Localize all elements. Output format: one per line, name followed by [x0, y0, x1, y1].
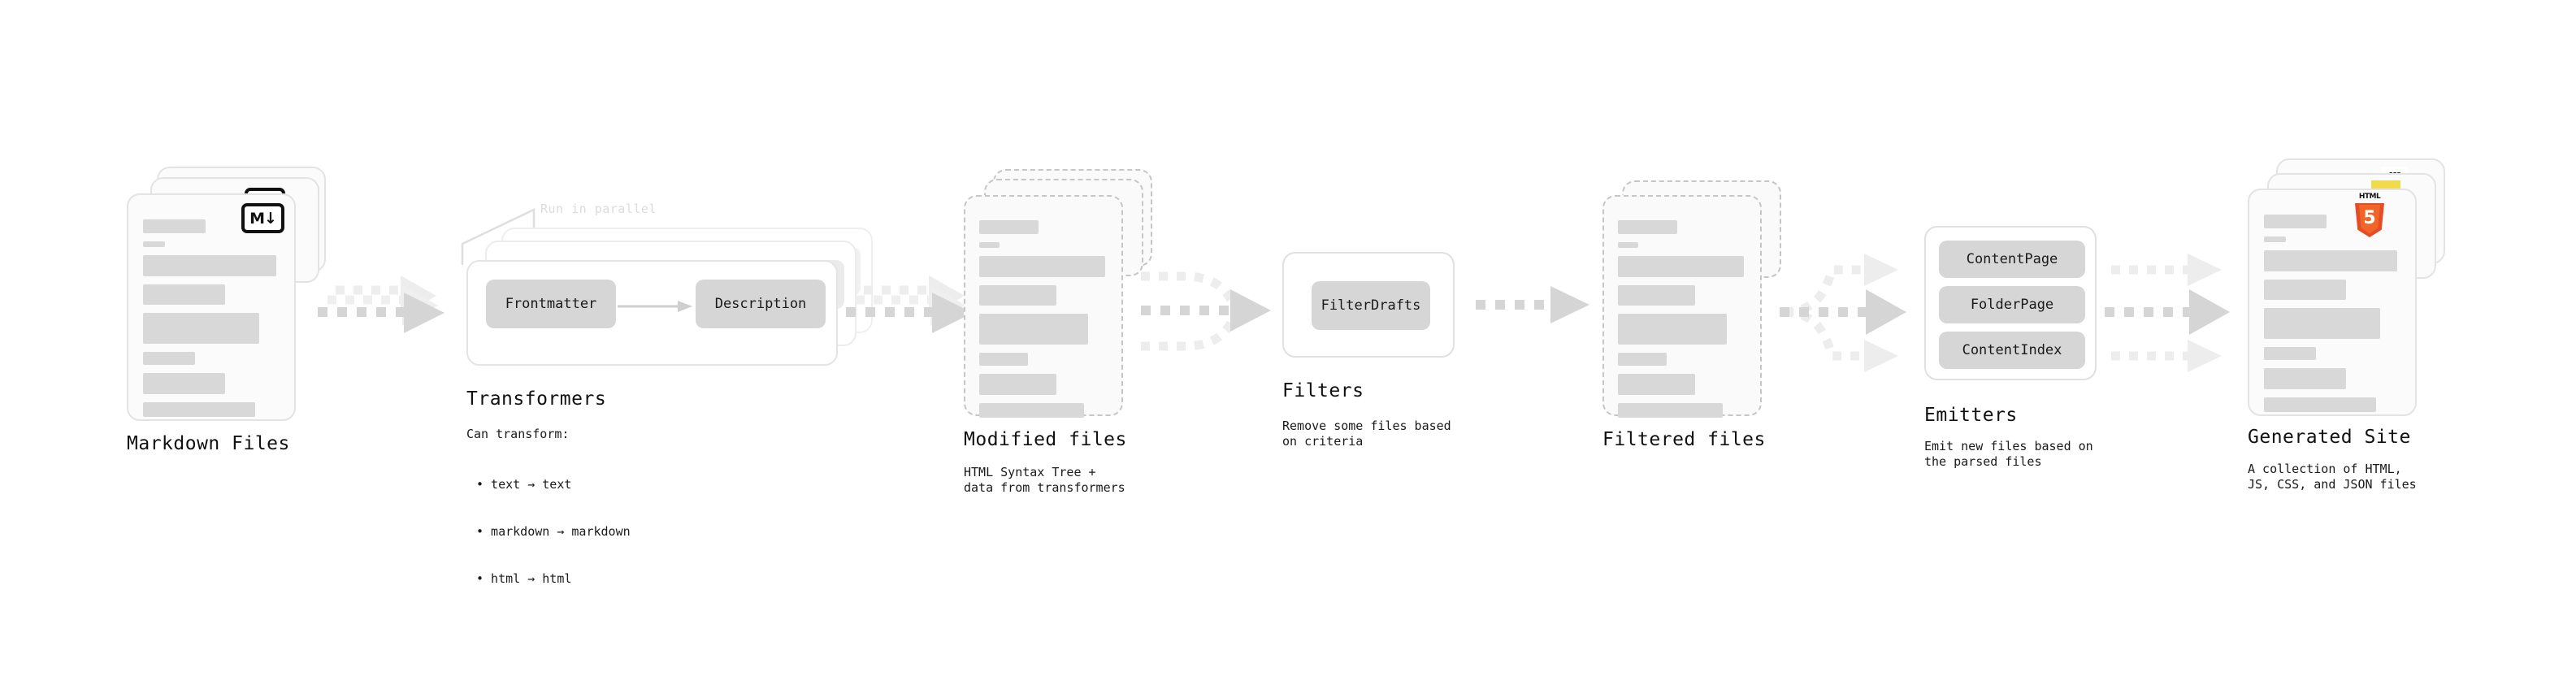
content-bar — [1618, 220, 1677, 235]
generated-card-front — [2248, 189, 2417, 416]
pill-description[interactable]: Description — [696, 280, 826, 328]
stage-generated-site: CSS HTML 5 Generated Site — [0, 0, 2445, 492]
run-in-parallel-bracket — [461, 208, 536, 265]
arrow-transformers-to-modified — [846, 275, 973, 333]
transformers-inner-arrow — [618, 301, 692, 312]
content-bar — [1618, 242, 1639, 249]
content-bar — [143, 255, 277, 277]
arrow-filtered-to-emitters — [1780, 254, 1906, 372]
arrow-emitters-to-generated — [2105, 254, 2230, 372]
arrow-markdown-to-transformers — [318, 275, 445, 333]
desc-filters: Remove some files based on criteria — [1282, 419, 1451, 449]
content-bar — [979, 403, 1085, 419]
content-bar — [1618, 374, 1695, 396]
modified-card-content — [979, 220, 1107, 426]
arrow-modified-to-filters — [1141, 271, 1271, 351]
heading-transformers: Transformers — [466, 388, 607, 410]
content-bar — [143, 284, 225, 306]
markdown-card-content — [143, 219, 279, 425]
content-bar — [2264, 215, 2327, 229]
filtered-card-content — [1618, 220, 1746, 426]
emitters-box: ContentPage FolderPage ContentIndex — [1924, 226, 2097, 380]
content-bar — [979, 242, 1000, 249]
content-bar — [2264, 236, 2287, 243]
heading-generated-site: Generated Site — [2248, 427, 2411, 448]
content-bar — [143, 402, 255, 418]
arrow-filters-to-filtered — [1476, 286, 1589, 323]
content-bar — [143, 352, 195, 366]
desc-emitters: Emit new files based on the parsed files — [1924, 439, 2093, 470]
content-bar — [979, 285, 1056, 306]
bullets-transformers: • text → text • markdown → markdown • ht… — [476, 446, 631, 618]
html5-badge-digit: 5 — [2363, 207, 2376, 228]
bullet-html-to-html: • html → html — [476, 570, 572, 586]
pill-folderpage[interactable]: FolderPage — [1939, 286, 2085, 323]
heading-filtered-files: Filtered files — [1602, 429, 1766, 450]
content-bar — [1618, 403, 1724, 419]
desc-transformers: Can transform: — [466, 427, 570, 441]
html5-badge: HTML 5 — [2355, 193, 2384, 237]
filtered-card-front — [1602, 195, 1762, 419]
desc-modified-files: HTML Syntax Tree + data from transformer… — [964, 465, 1125, 496]
content-bar — [2264, 250, 2398, 272]
html5-badge-shield-inner — [2359, 204, 2380, 234]
bullet-text-to-text: • text → text — [476, 477, 572, 492]
content-bar — [2264, 280, 2346, 301]
content-bar — [2264, 308, 2380, 340]
content-bar — [979, 374, 1056, 396]
content-bar — [143, 219, 206, 234]
generated-card-content — [2264, 215, 2400, 420]
content-bar — [1618, 353, 1667, 367]
content-bar — [143, 241, 166, 248]
content-bar — [2264, 347, 2316, 361]
content-bar — [143, 373, 225, 395]
modified-card-front — [964, 195, 1123, 419]
content-bar — [979, 256, 1105, 278]
heading-emitters: Emitters — [1924, 405, 2018, 426]
markdown-badge-front: M↓ — [241, 203, 284, 233]
heading-filters: Filters — [1282, 380, 1364, 401]
content-bar — [979, 314, 1089, 345]
transformers-box-front: Frontmatter Description — [466, 260, 838, 366]
heading-markdown-files: Markdown Files — [127, 433, 290, 454]
pill-frontmatter[interactable]: Frontmatter — [486, 280, 616, 328]
desc-generated-site: A collection of HTML, JS, CSS, and JSON … — [2248, 462, 2417, 492]
pill-contentpage[interactable]: ContentPage — [1939, 241, 2085, 278]
content-bar — [979, 353, 1029, 367]
bullet-markdown-to-markdown: • markdown → markdown — [476, 523, 631, 539]
pill-contentindex[interactable]: ContentIndex — [1939, 332, 2085, 369]
html5-badge-wordmark: HTML — [2358, 193, 2381, 201]
content-bar — [2264, 397, 2376, 413]
filters-box: FilterDrafts — [1282, 252, 1455, 358]
content-bar — [2264, 368, 2346, 390]
heading-modified-files: Modified files — [964, 429, 1127, 450]
content-bar — [1618, 285, 1695, 306]
content-bar — [979, 220, 1039, 235]
content-bar — [1618, 314, 1728, 345]
run-in-parallel-label: Run in parallel — [540, 202, 657, 216]
pill-filterdrafts[interactable]: FilterDrafts — [1312, 281, 1430, 330]
content-bar — [1618, 256, 1744, 278]
content-bar — [143, 313, 259, 345]
